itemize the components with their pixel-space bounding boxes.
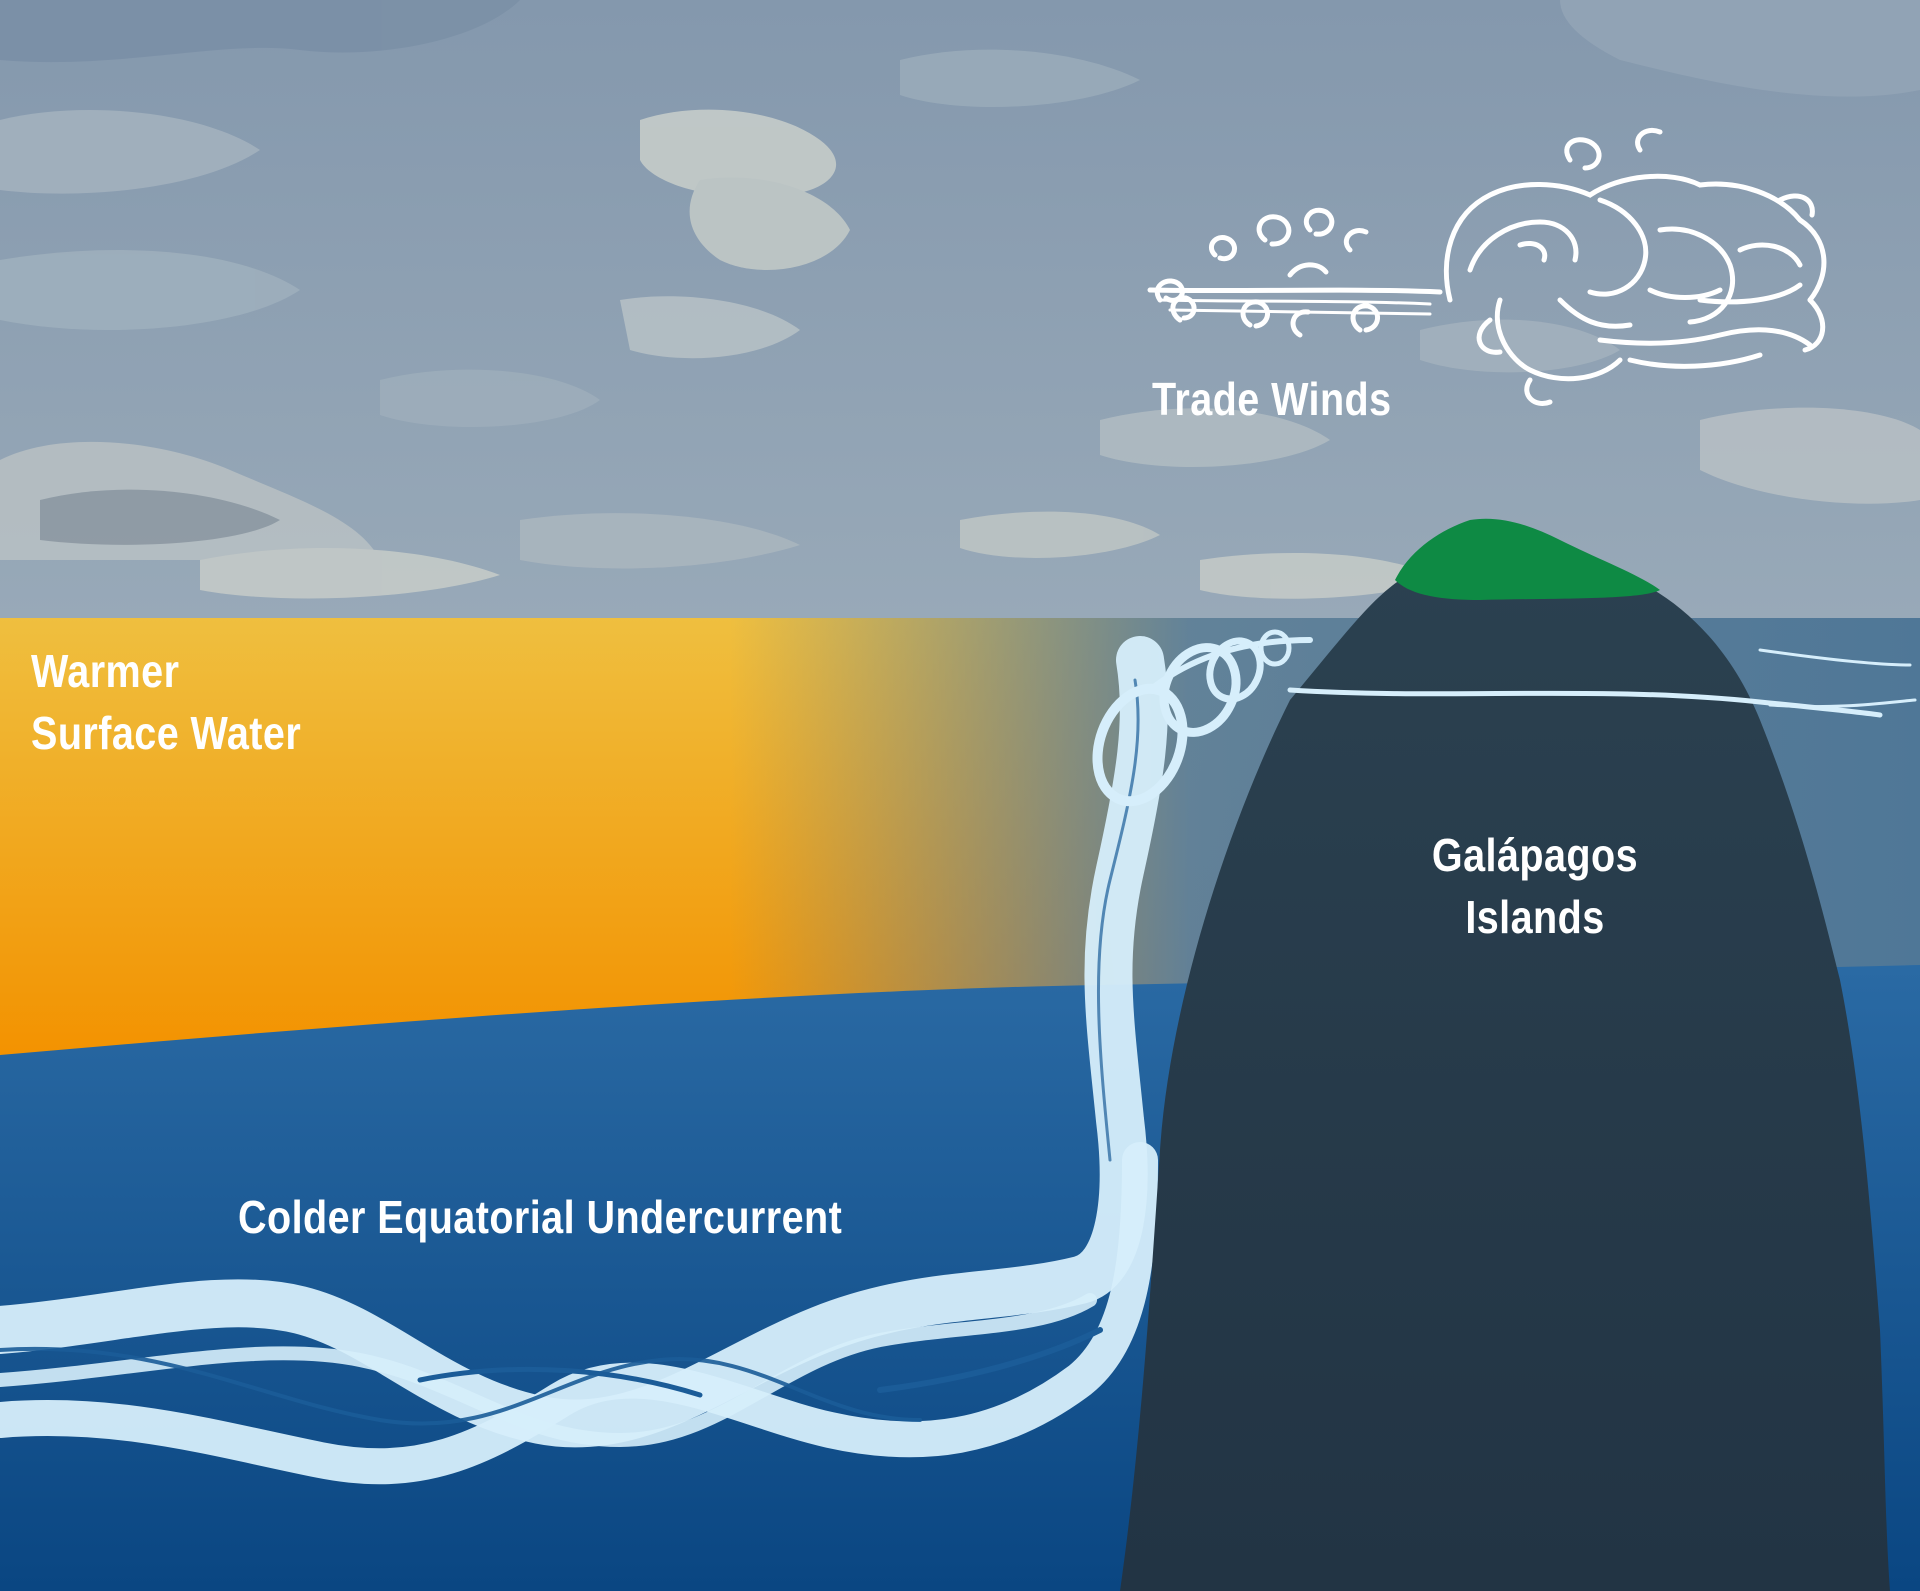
undercurrent-label: Colder Equatorial Undercurrent [238,1186,842,1248]
trade-winds-swirl-icon [1147,128,1827,406]
warmer-surface-water-line-2: Surface Water [31,707,302,759]
island-peak [1395,518,1660,600]
warmer-surface-water-line-1: Warmer [31,645,180,697]
galapagos-islands-line-1: Galápagos [1431,829,1639,881]
galapagos-islands-line-2: Islands [1465,891,1605,943]
warmer-surface-water-label: Warmer Surface Water [31,640,301,764]
galapagos-islands-label: Galápagos Islands [1385,824,1686,948]
trade-winds-label: Trade Winds [1152,368,1392,430]
clouds [0,0,1920,599]
undercurrent-text: Colder Equatorial Undercurrent [238,1191,843,1243]
undercurrent-stream [0,629,1313,1485]
surface-current [1287,648,1917,718]
trade-winds-text: Trade Winds [1152,373,1392,425]
island [1120,558,1890,1591]
